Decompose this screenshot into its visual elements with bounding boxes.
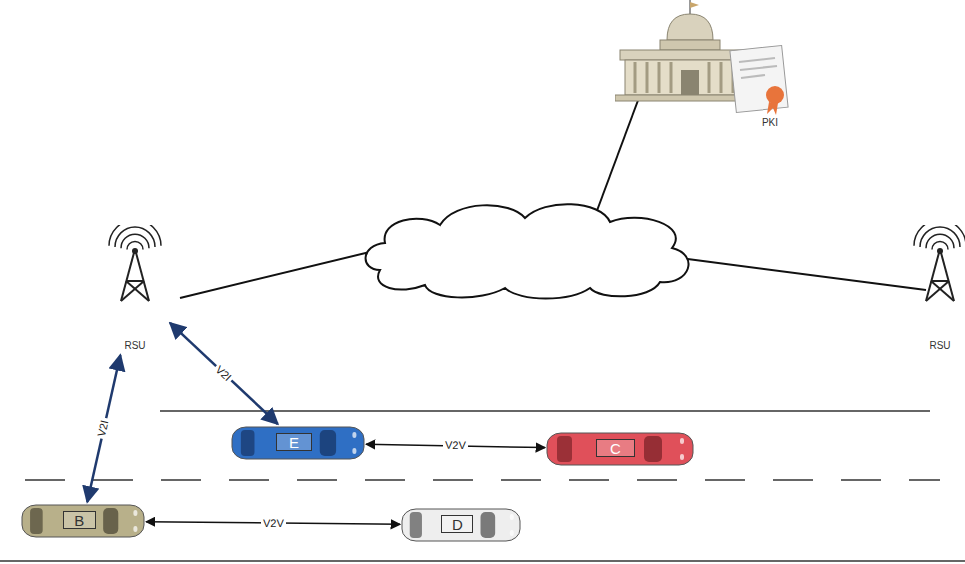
link-label: V2I xyxy=(212,362,236,386)
link-label: V2V xyxy=(260,516,285,529)
roadside-unit: RSU xyxy=(100,225,170,355)
roadside-unit: RSU xyxy=(910,225,965,355)
antenna-symbol xyxy=(910,225,965,355)
road-edge xyxy=(0,560,965,562)
vehicle-id: C xyxy=(596,439,635,457)
link-arrow xyxy=(170,323,278,424)
network-link xyxy=(680,258,926,290)
antenna-symbol xyxy=(100,225,170,355)
vehicle-id: D xyxy=(441,515,473,533)
road-edge xyxy=(160,410,930,412)
vehicle: E xyxy=(230,424,366,462)
building-symbol xyxy=(615,0,800,135)
link-arrow xyxy=(87,355,120,502)
vehicle-id: E xyxy=(276,433,311,451)
lane-divider xyxy=(25,479,940,481)
rsu-label: RSU xyxy=(100,339,170,353)
vehicle: C xyxy=(545,430,695,468)
vehicle-id: B xyxy=(63,511,96,529)
vehicle: D xyxy=(400,506,522,544)
rsu-label: RSU xyxy=(910,339,965,353)
link-label: V2I xyxy=(95,417,112,440)
vehicle: B xyxy=(20,502,146,540)
pki-authority: PKI xyxy=(615,0,800,135)
pki-label: PKI xyxy=(745,116,795,130)
network-link xyxy=(595,95,640,216)
link-label: V2V xyxy=(443,439,468,452)
internet-cloud xyxy=(366,204,689,298)
network-link xyxy=(180,250,378,298)
